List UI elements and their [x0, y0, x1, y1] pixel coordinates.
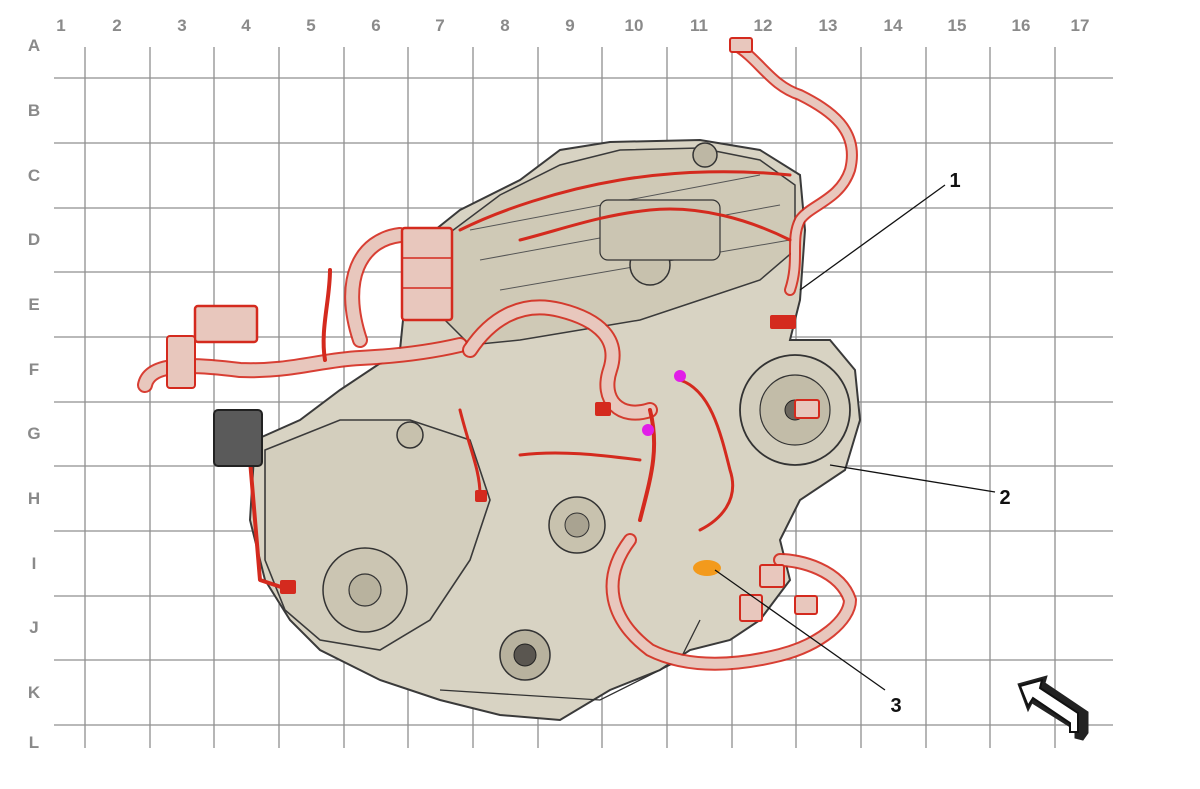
- grommet: [166, 335, 196, 389]
- black-connector: [213, 409, 263, 467]
- marker-blob-orange: [693, 560, 721, 576]
- marker-dot-magenta: [674, 370, 686, 382]
- engine-illustration: [248, 138, 862, 722]
- col-header: 17: [1071, 16, 1090, 35]
- row-header: H: [28, 489, 40, 508]
- harness-branch: [458, 170, 792, 232]
- col-header: 16: [1012, 16, 1031, 35]
- col-header: 14: [884, 16, 903, 35]
- harness-branch: [248, 458, 292, 592]
- harness-branch: [458, 408, 482, 497]
- main-connector: [193, 304, 259, 344]
- callout-leader-3: [714, 569, 886, 691]
- callout-leader-1: [799, 184, 946, 291]
- wiring-harness: [137, 37, 858, 671]
- row-header: A: [28, 36, 40, 55]
- col-header: 6: [371, 16, 380, 35]
- col-header: 7: [435, 16, 444, 35]
- lower-connector: [739, 594, 763, 622]
- row-header: G: [27, 424, 40, 443]
- col-header: 4: [241, 16, 251, 35]
- small-connector: [280, 580, 296, 594]
- col-header: 15: [948, 16, 967, 35]
- col-header: 2: [112, 16, 121, 35]
- row-header: B: [28, 101, 40, 120]
- harness-branch: [321, 268, 332, 362]
- row-header: E: [28, 295, 39, 314]
- alternator-connector: [794, 399, 820, 419]
- row-header: I: [32, 554, 37, 573]
- col-header: 10: [625, 16, 644, 35]
- row-header: F: [29, 360, 39, 379]
- lower-connector: [794, 595, 818, 615]
- lower-connector: [759, 564, 785, 588]
- row-header: C: [28, 166, 40, 185]
- sump-edge: [439, 619, 701, 701]
- col-header: 9: [565, 16, 574, 35]
- harness-top-right-inner: [731, 41, 856, 294]
- small-connector: [770, 315, 796, 329]
- clutch-hub: [348, 573, 382, 607]
- intake-manifold: [599, 199, 721, 261]
- harness-loop-center-inner: [346, 229, 656, 419]
- harness-branch: [518, 451, 642, 462]
- starter-hub: [564, 512, 590, 538]
- top-connector: [729, 37, 753, 53]
- harness-branch: [678, 378, 735, 532]
- row-header: J: [29, 618, 38, 637]
- col-header: 8: [500, 16, 509, 35]
- small-connector: [475, 490, 487, 502]
- callout-label-2: 2: [999, 487, 1010, 509]
- column-headers: 1 2 3 4 5 6 7 8 9 10 11 12 13 14 15 16 1…: [56, 16, 1089, 35]
- callout-label-3: 3: [890, 695, 901, 717]
- row-header: K: [28, 683, 41, 702]
- cap-component: [692, 142, 718, 168]
- marker-dot-magenta: [642, 424, 654, 436]
- col-header: 13: [819, 16, 838, 35]
- oil-filler-cap: [396, 421, 424, 449]
- harness-branch: [518, 207, 792, 242]
- row-header: L: [29, 733, 39, 752]
- ecu-connector-block: [400, 226, 454, 322]
- col-header: 11: [690, 16, 708, 35]
- col-header: 5: [306, 16, 315, 35]
- row-header: D: [28, 230, 40, 249]
- col-header: 3: [177, 16, 186, 35]
- harness-lower-right-inner: [607, 535, 855, 669]
- harness-branch: [638, 408, 657, 522]
- arrow-up-left-icon: [1017, 675, 1089, 741]
- col-header: 12: [754, 16, 773, 35]
- col-header: 1: [56, 16, 65, 35]
- callout-label-1: 1: [949, 170, 960, 192]
- row-headers: A B C D E F G H I J K L: [27, 36, 40, 752]
- drive-flange-bore: [513, 643, 537, 667]
- small-connector: [595, 402, 611, 416]
- callout-leader-2: [829, 464, 996, 493]
- transmission-housing: [264, 419, 491, 651]
